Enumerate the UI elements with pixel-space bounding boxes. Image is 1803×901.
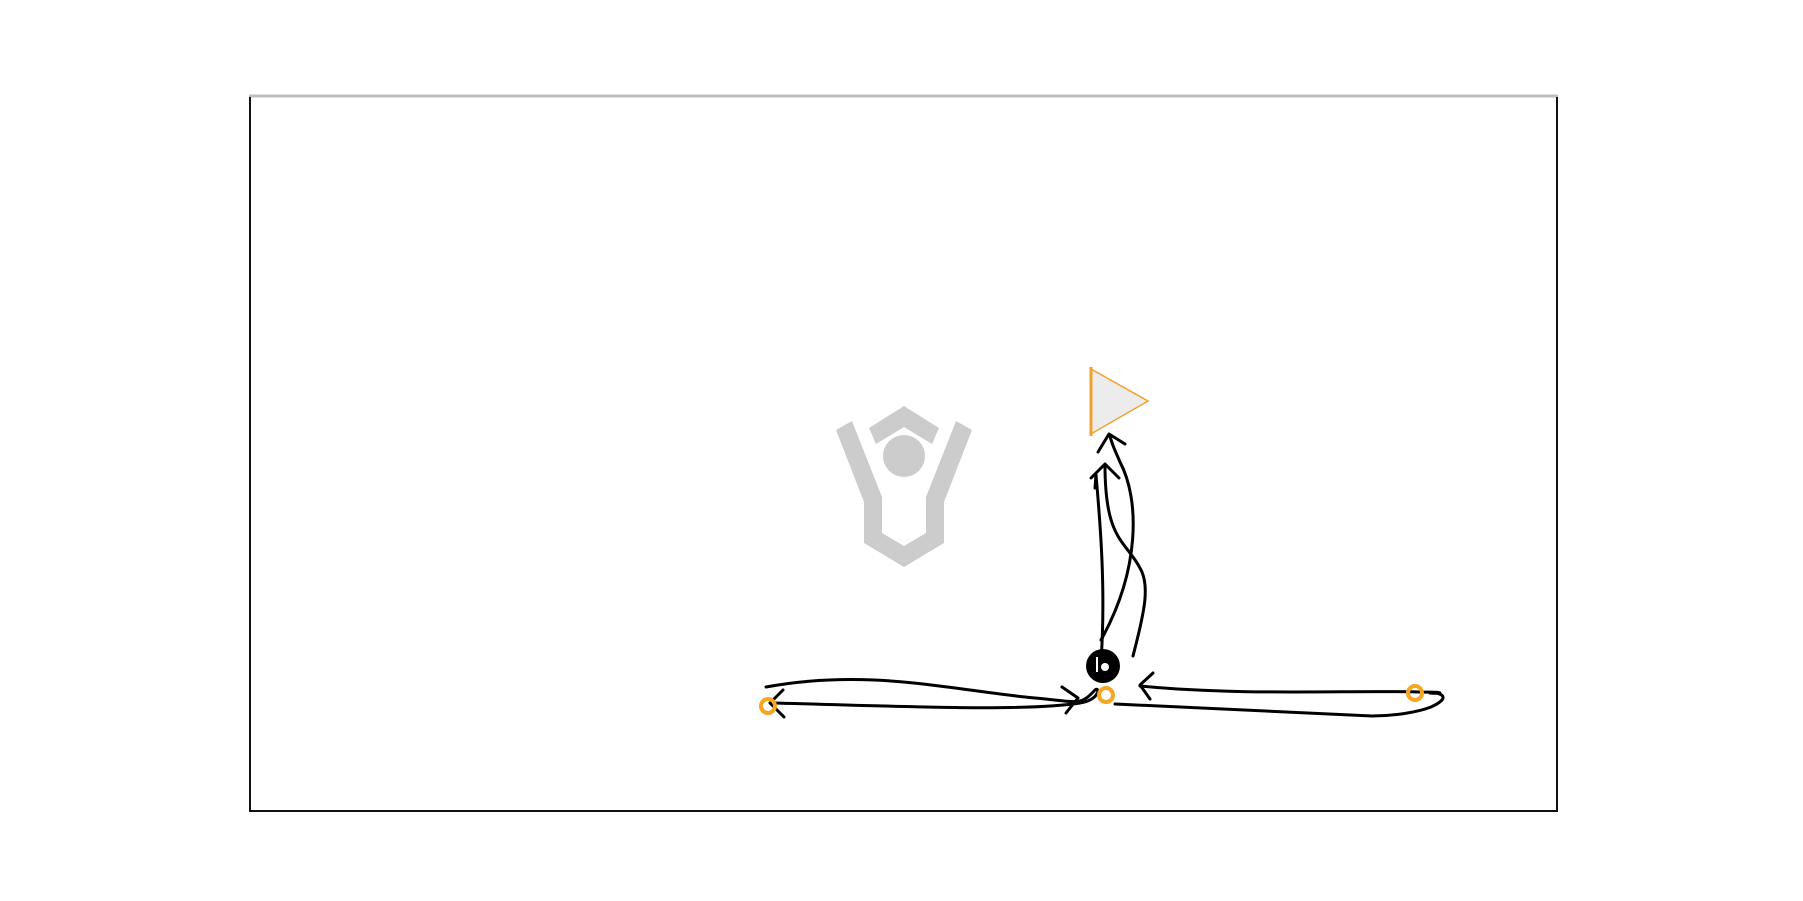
movement-line-right-loop <box>1113 684 1445 718</box>
cones <box>759 684 1424 715</box>
cone-marker <box>1406 684 1424 702</box>
cone-marker <box>759 697 777 715</box>
movement-line-weave <box>1103 463 1147 658</box>
arrowhead-left-loop-end <box>768 688 786 719</box>
arrowhead-right-loop <box>1138 671 1155 701</box>
movement-line-left-loop <box>764 677 1100 710</box>
movement-line-to-flag-curved <box>1099 434 1135 642</box>
arrowhead-left-loop-mid <box>1060 685 1080 715</box>
arrowhead-straight <box>1093 473 1098 490</box>
movement-lines <box>764 432 1445 719</box>
arrowhead-weave <box>1089 462 1121 480</box>
field-boundary <box>249 94 1558 812</box>
flag-icon <box>1089 367 1150 436</box>
player-marker <box>1086 649 1120 683</box>
cone-marker <box>1097 686 1115 704</box>
movement-line-straight <box>1094 473 1105 663</box>
arrowhead-flag-curved <box>1096 432 1127 454</box>
lacrosse-goal-crease-icon <box>836 406 972 567</box>
